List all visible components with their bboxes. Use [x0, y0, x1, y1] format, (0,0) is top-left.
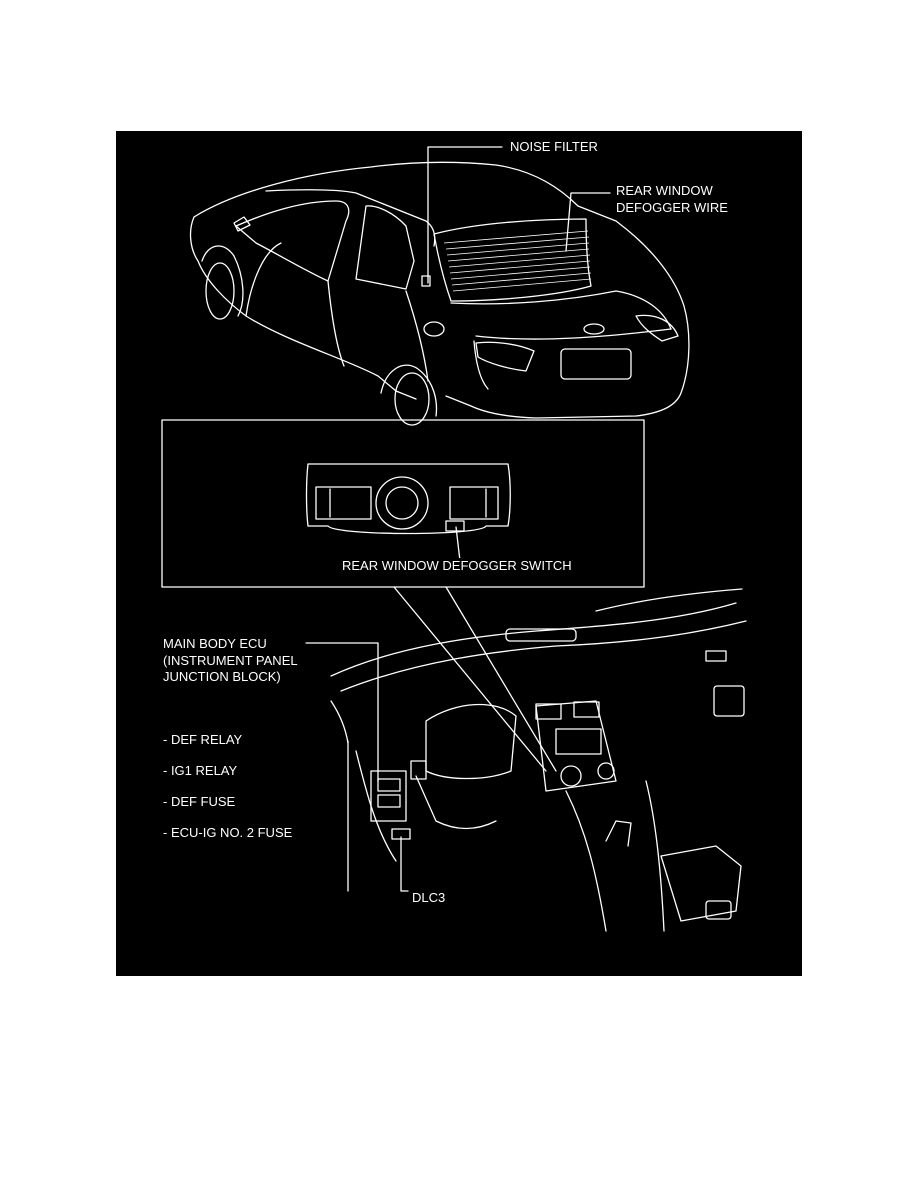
- leader-lines: [427, 146, 611, 284]
- defogger-grid-lines: [443, 230, 592, 292]
- vehicle-diagram: [161, 146, 747, 932]
- noise-filter-label: NOISE FILTER: [510, 139, 598, 154]
- dlc3-label: DLC3: [412, 890, 446, 905]
- ig1-relay-label: - IG1 RELAY: [163, 763, 238, 778]
- def-relay-label: - DEF RELAY: [163, 732, 243, 747]
- switch-detail-box: [161, 419, 645, 772]
- diagram-panel: NOISE FILTER REAR WINDOW DEFOGGER WIRE R…: [116, 131, 802, 976]
- car-illustration: [189, 161, 690, 426]
- main-body-ecu-label-line3: JUNCTION BLOCK): [163, 669, 281, 684]
- def-fuse-label: - DEF FUSE: [163, 794, 236, 809]
- rear-window-defogger-switch-label: REAR WINDOW DEFOGGER SWITCH: [342, 558, 572, 574]
- main-body-ecu-label-line1: MAIN BODY ECU: [163, 636, 267, 651]
- ecu-ig-no2-fuse-label: - ECU-IG NO. 2 FUSE: [163, 825, 293, 840]
- rear-window-defogger-wire-label-line2: DEFOGGER WIRE: [616, 200, 728, 215]
- rear-window-defogger-wire-label-line1: REAR WINDOW: [616, 183, 713, 198]
- dashboard-illustration: [305, 588, 747, 932]
- main-body-ecu-label-line2: (INSTRUMENT PANEL: [163, 653, 298, 668]
